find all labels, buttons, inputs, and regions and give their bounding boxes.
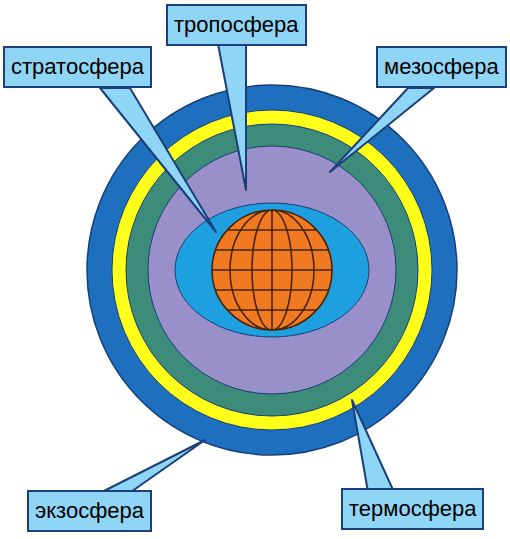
layer-name: мезосфера	[384, 52, 499, 82]
layer-name: стратосфера	[11, 52, 144, 82]
layer-name: экзосфера	[35, 496, 144, 526]
callout-box: экзосфера	[27, 490, 152, 532]
callout-pointer	[218, 44, 246, 190]
exosphere-ring	[87, 85, 457, 455]
layer-name: тропосфера	[174, 10, 299, 40]
troposphere-ring	[175, 203, 369, 337]
globe	[212, 208, 332, 332]
callout-box: тропосфера	[166, 4, 307, 46]
callout-box: мезосфера	[376, 46, 507, 88]
layer-name: термосфера	[349, 494, 476, 524]
callout-pointer	[98, 440, 205, 494]
callout-pointer	[352, 400, 394, 492]
callout-box: стратосфера	[3, 46, 152, 88]
callout-pointer	[330, 88, 434, 172]
callout-pointer	[100, 88, 216, 232]
callout-box: термосфера	[341, 488, 484, 530]
